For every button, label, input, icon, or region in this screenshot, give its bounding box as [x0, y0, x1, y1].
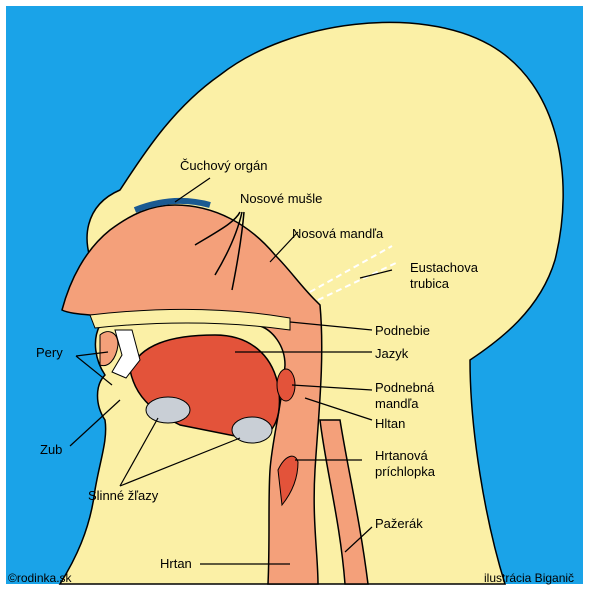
- label-hrtanova-1: Hrtanová: [375, 448, 429, 463]
- label-podnebna-1: Podnebná: [375, 380, 435, 395]
- credit-left: ©rodinka.sk: [8, 571, 73, 585]
- label-podnebna-2: mandľa: [375, 396, 419, 411]
- label-jazyk: Jazyk: [375, 346, 409, 361]
- label-hrtan: Hrtan: [160, 556, 192, 571]
- label-nosove-musle: Nosové mušle: [240, 191, 322, 206]
- credit-right: ilustrácia Biganič: [484, 571, 574, 585]
- label-zub: Zub: [40, 442, 62, 457]
- label-eustachova-2: trubica: [410, 276, 450, 291]
- label-cuchovy-organ: Čuchový orgán: [180, 158, 267, 173]
- label-hltan: Hltan: [375, 416, 405, 431]
- label-eustachova-1: Eustachova: [410, 260, 479, 275]
- label-nosova-mandla: Nosová mandľa: [292, 226, 384, 241]
- label-pazerak: Pažerák: [375, 516, 423, 531]
- salivary-gland-1: [146, 397, 190, 423]
- label-slinne-zlazy: Slinné žľazy: [88, 488, 159, 503]
- label-podnebie: Podnebie: [375, 323, 430, 338]
- label-hrtanova-2: príchlopka: [375, 464, 436, 479]
- label-pery: Pery: [36, 345, 63, 360]
